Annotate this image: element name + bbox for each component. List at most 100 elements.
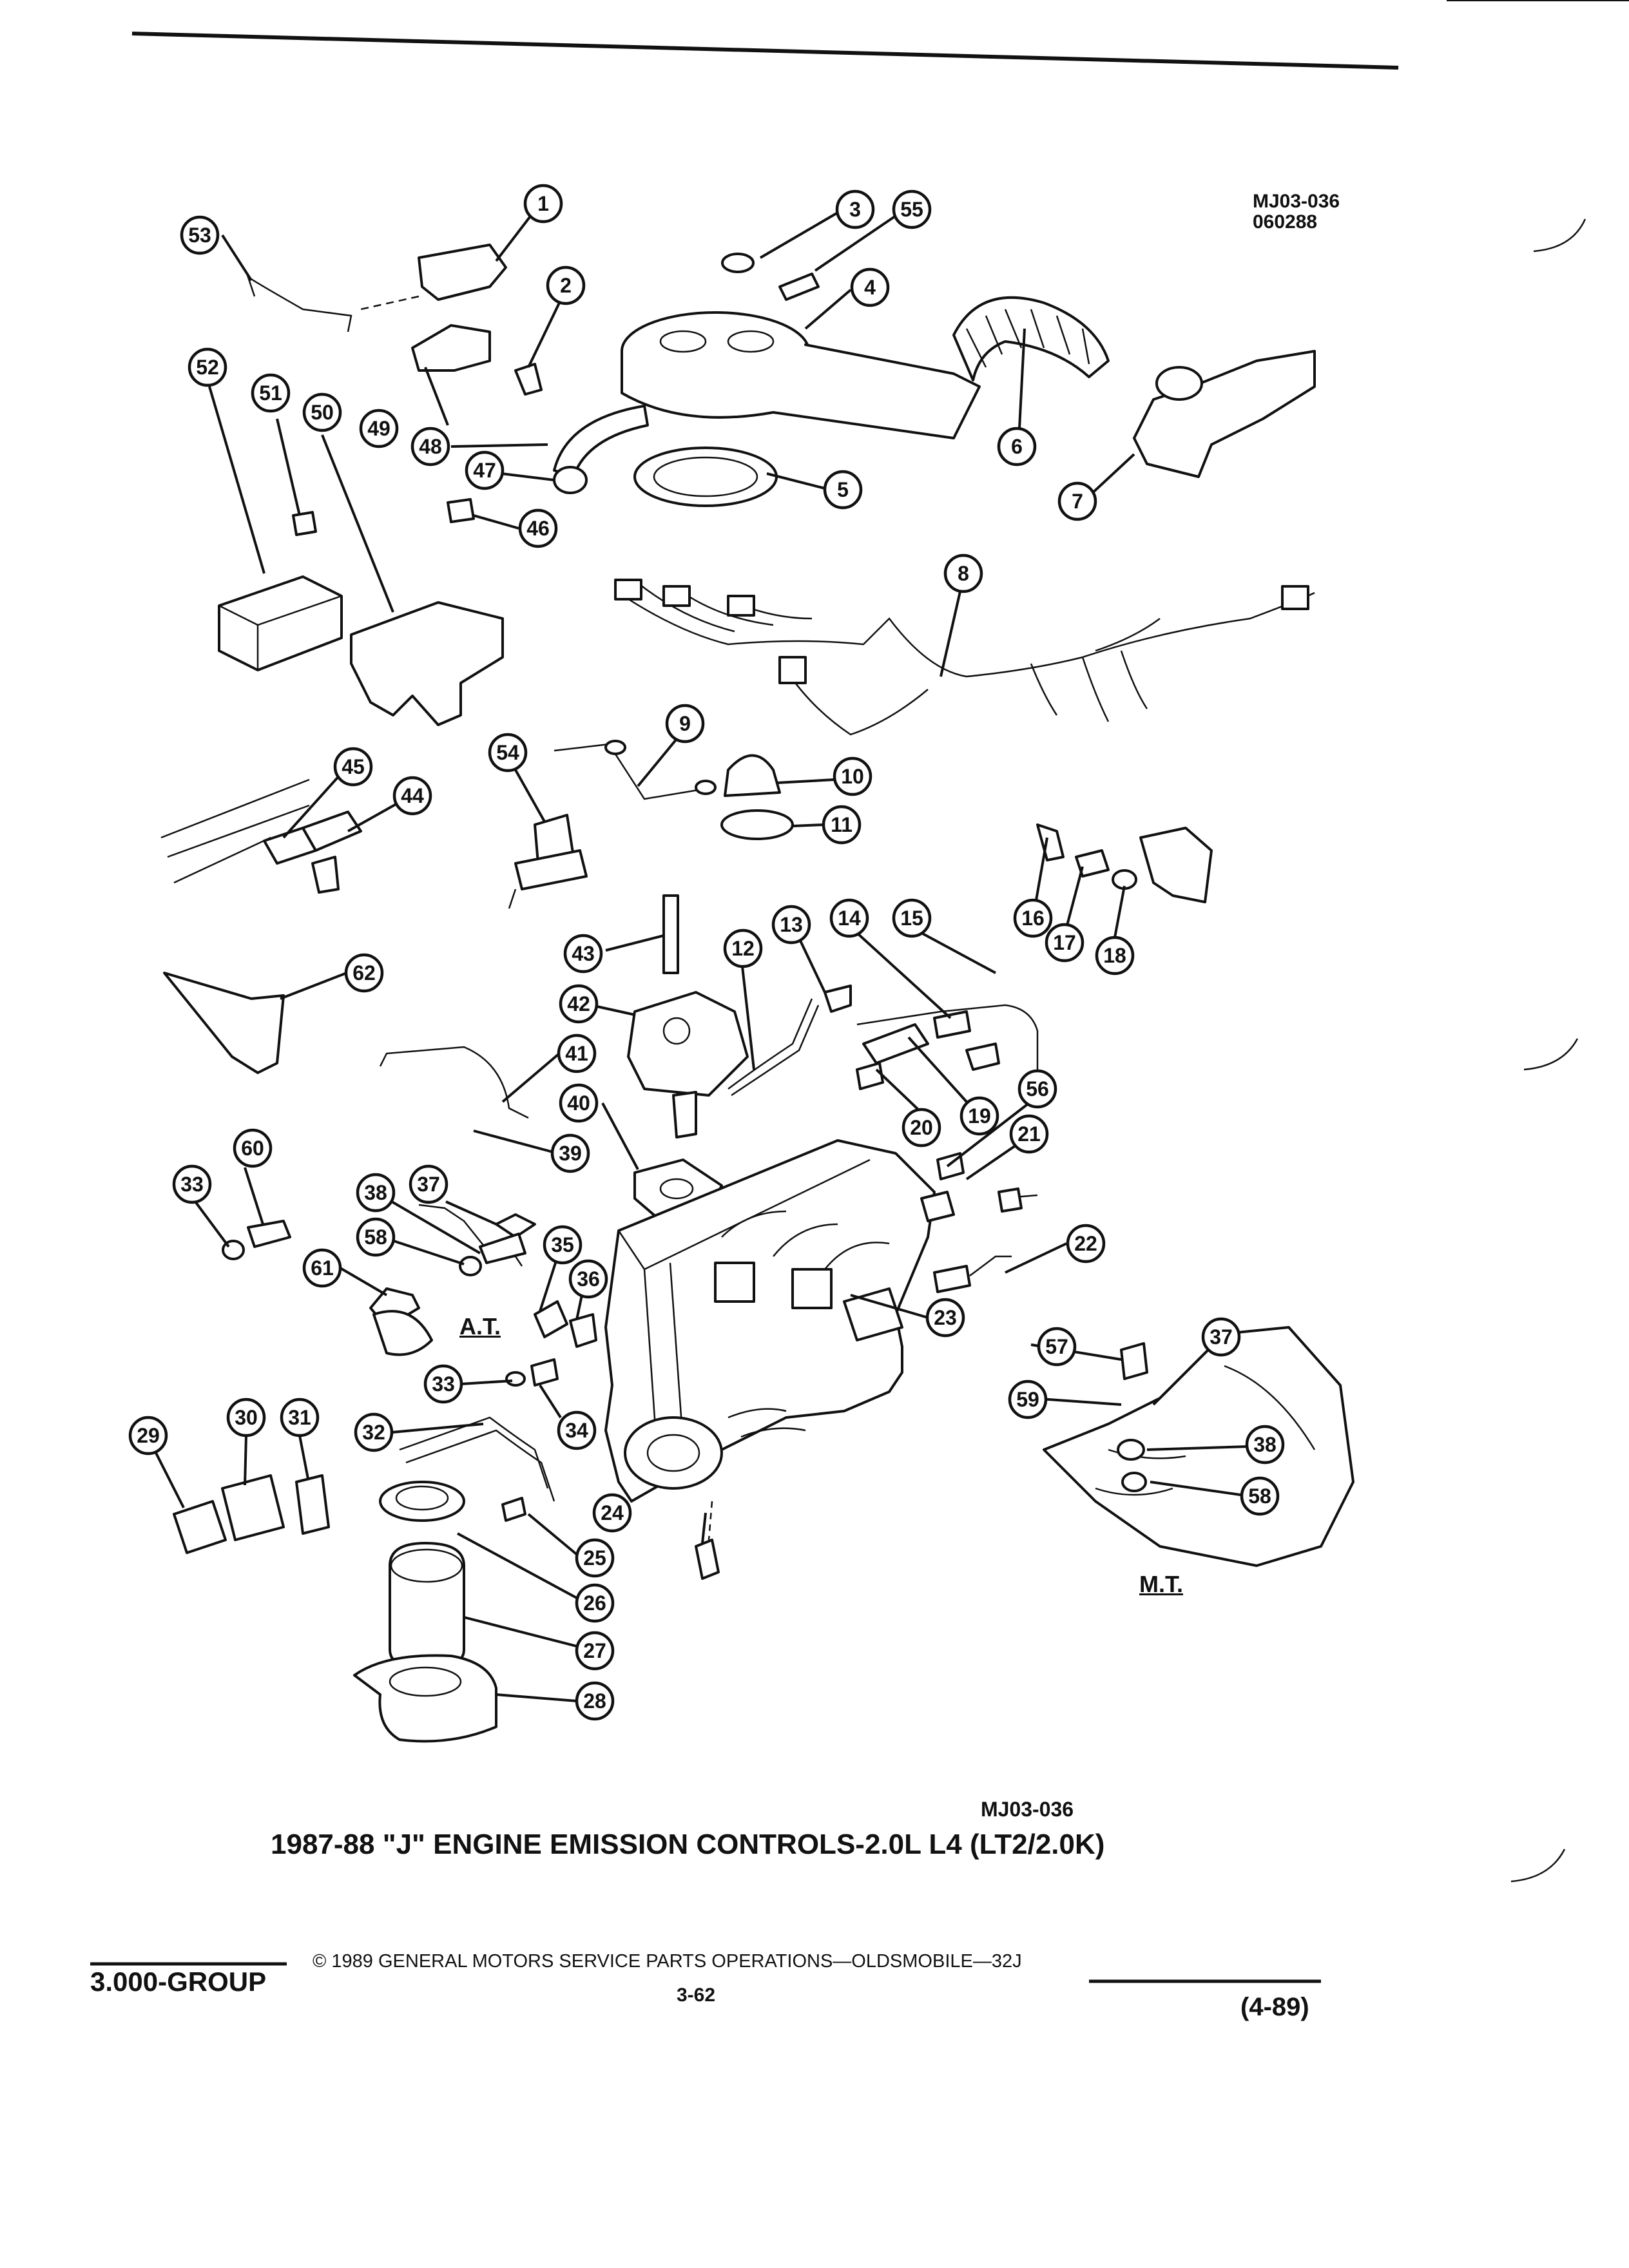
svg-text:32: 32 (362, 1421, 385, 1444)
callout-14: 14 (829, 898, 869, 938)
svg-text:38: 38 (364, 1181, 387, 1204)
svg-text:22: 22 (1074, 1232, 1097, 1255)
callout-56: 56 (1017, 1069, 1057, 1109)
figure-date: 060288 (1253, 211, 1318, 233)
callout-23: 23 (925, 1298, 965, 1338)
svg-text:34: 34 (565, 1419, 588, 1442)
svg-text:44: 44 (401, 784, 424, 807)
figure-code: MJ03-036 (1253, 191, 1340, 212)
callout-41: 41 (557, 1033, 597, 1073)
svg-text:56: 56 (1026, 1077, 1049, 1100)
callout-45: 45 (333, 747, 373, 787)
svg-text:23: 23 (934, 1306, 957, 1329)
callout-35: 35 (543, 1225, 583, 1265)
callout-36: 36 (568, 1259, 608, 1299)
callout-31: 31 (280, 1398, 320, 1437)
callout-58a: 58 (356, 1217, 396, 1257)
callouts: 1 2 3 4 5 6 7 8 9 10 11 12 13 14 15 16 1… (128, 184, 1285, 1721)
top-rule (131, 32, 1399, 70)
svg-text:42: 42 (567, 992, 590, 1015)
svg-text:55: 55 (900, 198, 923, 221)
svg-text:61: 61 (311, 1256, 334, 1280)
callout-3: 3 (835, 189, 875, 229)
callout-58b: 58 (1240, 1476, 1280, 1516)
callout-55: 55 (892, 189, 932, 229)
svg-text:54: 54 (496, 741, 519, 764)
callout-16: 16 (1013, 898, 1053, 938)
callout-25: 25 (575, 1538, 615, 1578)
callout-52: 52 (188, 347, 227, 387)
svg-text:8: 8 (958, 562, 969, 585)
callout-11: 11 (822, 805, 862, 845)
svg-text:28: 28 (583, 1689, 606, 1713)
callout-18: 18 (1095, 936, 1135, 975)
svg-text:25: 25 (583, 1546, 606, 1570)
callout-1: 1 (523, 184, 563, 224)
svg-text:13: 13 (780, 913, 803, 936)
callout-38a: 38 (356, 1173, 396, 1213)
callout-47: 47 (465, 450, 505, 490)
svg-text:7: 7 (1072, 490, 1083, 513)
callout-19: 19 (959, 1096, 999, 1136)
callout-38b: 38 (1245, 1425, 1285, 1465)
svg-text:31: 31 (288, 1406, 311, 1429)
callout-33a: 33 (172, 1164, 212, 1204)
callout-40: 40 (559, 1083, 599, 1123)
svg-text:48: 48 (419, 435, 442, 458)
page-mark (1510, 1849, 1566, 1883)
callout-17: 17 (1045, 923, 1084, 963)
svg-text:19: 19 (968, 1104, 991, 1128)
callout-62: 62 (344, 953, 384, 993)
callout-51: 51 (251, 373, 291, 413)
svg-text:17: 17 (1053, 931, 1076, 954)
svg-text:2: 2 (560, 274, 572, 297)
svg-text:11: 11 (831, 813, 853, 836)
footer-copyright: © 1989 GENERAL MOTORS SERVICE PARTS OPER… (313, 1951, 1022, 1972)
manual-label: M.T. (1139, 1571, 1183, 1597)
callout-29: 29 (128, 1416, 168, 1456)
svg-text:6: 6 (1011, 435, 1023, 458)
leader-lines (155, 205, 1249, 1702)
callout-48: 48 (410, 427, 450, 466)
callout-61: 61 (302, 1248, 342, 1288)
svg-text:1: 1 (537, 192, 549, 215)
svg-text:36: 36 (577, 1267, 600, 1291)
callout-53: 53 (180, 215, 220, 255)
callout-33b: 33 (423, 1364, 463, 1404)
callout-37a: 37 (409, 1164, 448, 1204)
svg-text:10: 10 (841, 765, 864, 788)
callout-20: 20 (901, 1108, 941, 1148)
footer-page: 3-62 (677, 1984, 716, 2006)
svg-text:20: 20 (910, 1116, 933, 1139)
callout-46: 46 (518, 508, 558, 548)
svg-text:35: 35 (551, 1233, 574, 1256)
svg-text:4: 4 (864, 276, 876, 299)
callout-4: 4 (850, 267, 890, 307)
callout-28: 28 (575, 1681, 615, 1721)
svg-text:30: 30 (235, 1406, 258, 1429)
svg-text:3: 3 (849, 198, 861, 221)
svg-text:16: 16 (1021, 907, 1045, 930)
svg-text:29: 29 (137, 1424, 160, 1447)
svg-text:33: 33 (432, 1372, 455, 1396)
figure-code-bottom: MJ03-036 (981, 1798, 1074, 1821)
svg-text:53: 53 (188, 224, 211, 247)
svg-text:40: 40 (567, 1091, 590, 1115)
callout-2: 2 (546, 265, 586, 305)
callout-5: 5 (823, 470, 863, 510)
svg-text:27: 27 (583, 1639, 606, 1662)
callout-24: 24 (592, 1493, 632, 1533)
svg-text:57: 57 (1045, 1335, 1068, 1358)
svg-text:60: 60 (241, 1137, 264, 1160)
svg-text:37: 37 (1210, 1325, 1233, 1349)
automatic-label: A.T. (459, 1313, 501, 1340)
callout-12: 12 (723, 928, 763, 968)
callout-49: 49 (359, 408, 399, 448)
svg-text:37: 37 (417, 1173, 440, 1196)
svg-text:51: 51 (259, 381, 282, 405)
callout-57: 57 (1037, 1327, 1077, 1367)
svg-text:58: 58 (1248, 1485, 1271, 1508)
callout-21: 21 (1009, 1114, 1049, 1154)
callout-27: 27 (575, 1631, 615, 1671)
